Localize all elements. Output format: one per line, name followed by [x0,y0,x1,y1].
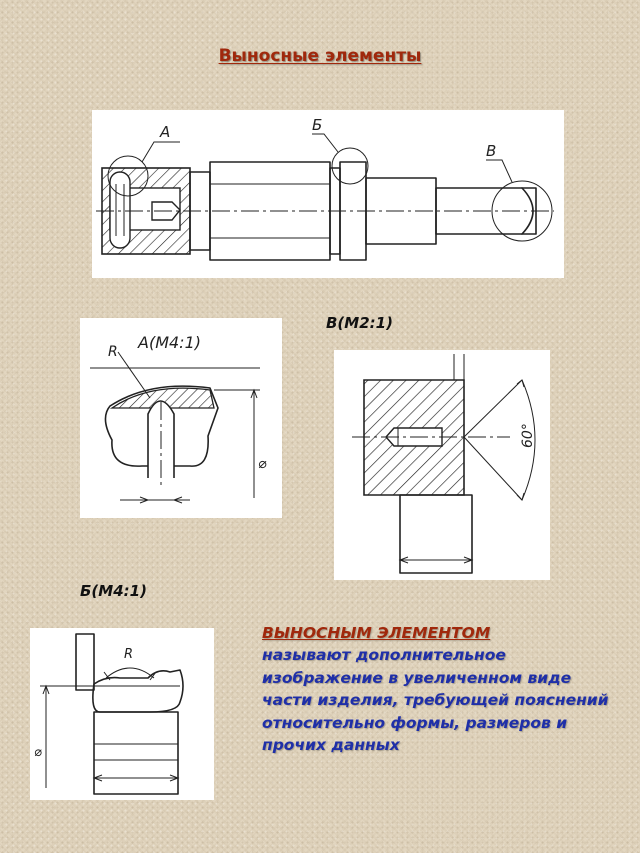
detail-a-title: А(М4:1) [137,333,201,352]
definition-block: ВЫНОСНЫМ ЭЛЕМЕНТОМ называют дополнительн… [262,622,622,757]
detail-v-drawing: 60° [334,350,550,580]
detail-b-diameter-label: ⌀ [34,745,42,760]
detail-a-drawing: А(М4:1) R ⌀ [80,318,282,518]
callout-a-label: А [159,123,170,141]
page-title: Выносные элементы [218,46,422,66]
detail-v-caption: В(М2:1) [326,314,393,332]
detail-a-diameter-label: ⌀ [258,456,267,472]
callout-b-label: Б [312,116,322,134]
detail-b-radius-label: R [124,647,133,662]
detail-a-radius-label: R [108,344,118,360]
definition-term: ВЫНОСНЫМ ЭЛЕМЕНТОМ [262,624,491,642]
detail-b-drawing: R ⌀ [30,628,214,800]
main-part-drawing: А Б В [92,110,564,278]
callout-v-label: В [486,142,496,160]
detail-v-angle-label: 60° [520,423,536,448]
detail-b-caption: Б(М4:1) [80,582,147,600]
definition-text: называют дополнительное изображение в ув… [262,646,609,755]
